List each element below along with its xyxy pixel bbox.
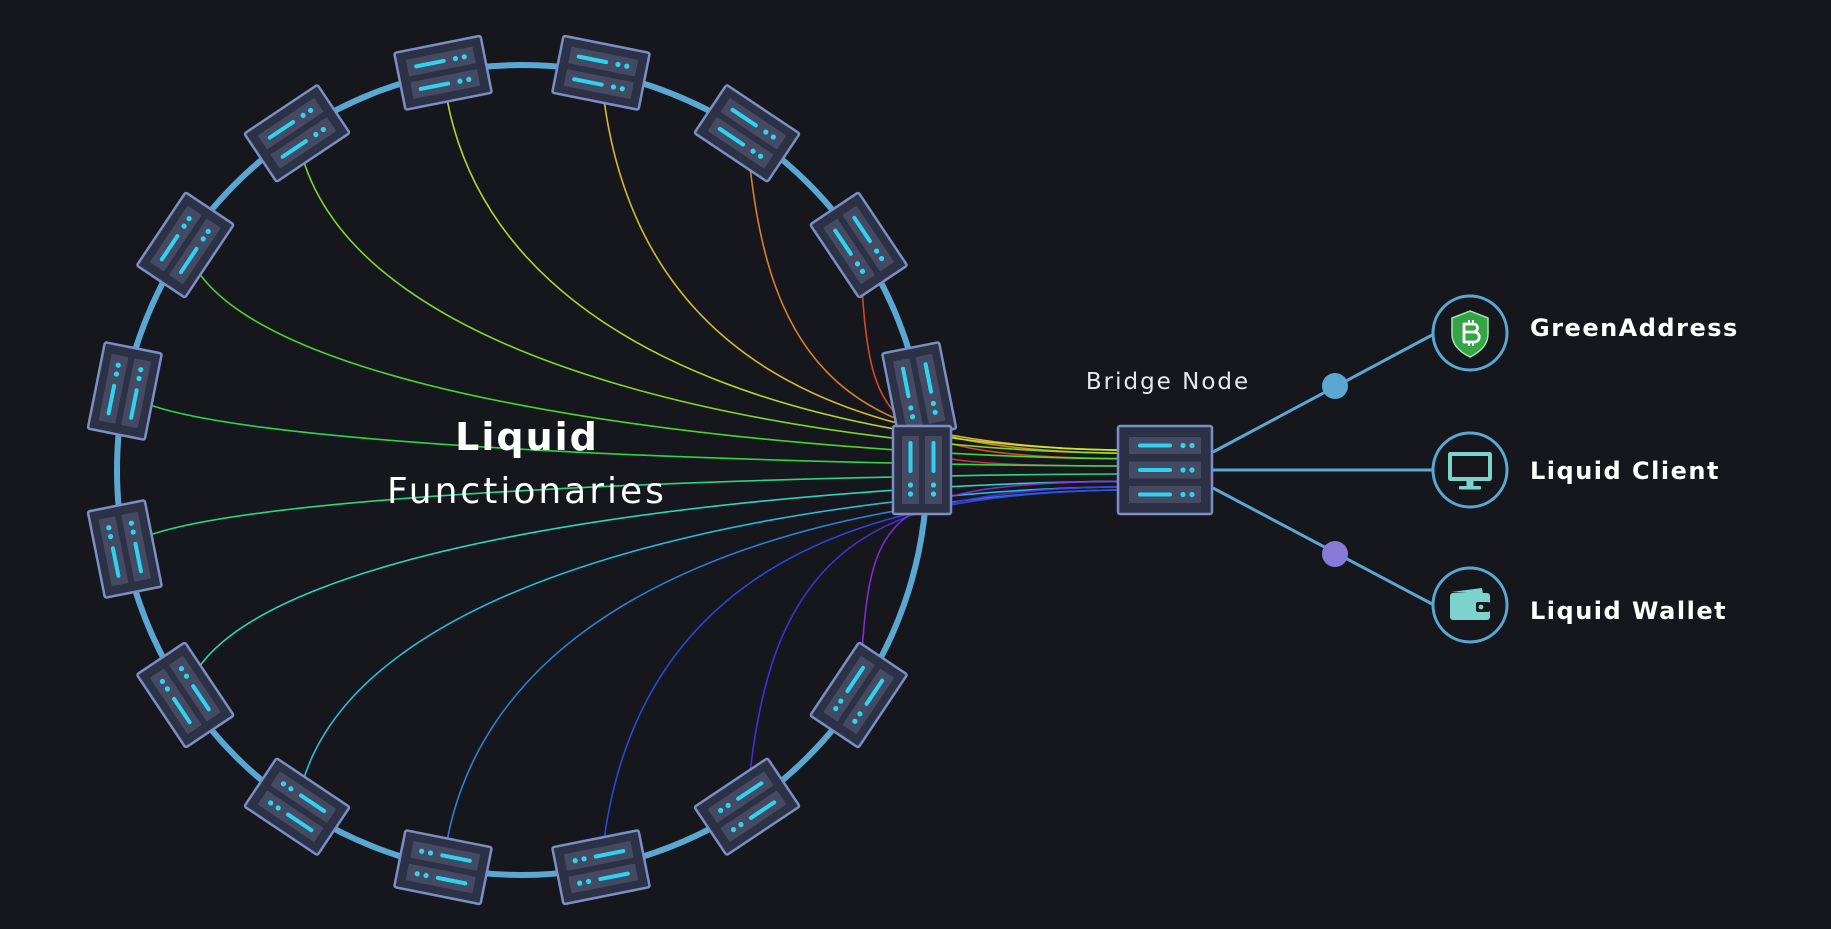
functionary-server xyxy=(393,829,493,906)
functionary-server xyxy=(243,757,351,856)
monitor-icon xyxy=(1448,452,1492,490)
functionary-server xyxy=(809,641,908,749)
client-greenaddress: GreenAddress xyxy=(1431,294,1739,372)
functionary-link xyxy=(442,72,1119,451)
bitcoin-shield-icon xyxy=(1451,310,1489,358)
client-liquid-wallet: Liquid Wallet xyxy=(1431,566,1727,644)
link-bridge-liquid-wallet xyxy=(1212,486,1435,607)
functionary-link xyxy=(124,390,1119,467)
wallet-icon xyxy=(1450,588,1490,620)
client-label-greenaddress: GreenAddress xyxy=(1530,314,1739,342)
functionary-server xyxy=(243,84,351,183)
functionary-server xyxy=(136,191,235,299)
functionary-link xyxy=(124,473,1119,550)
functionary-link xyxy=(296,133,1119,454)
functionary-links xyxy=(124,72,1119,868)
diagram-title-bold: Liquid xyxy=(455,415,599,459)
functionary-servers xyxy=(86,34,958,906)
client-label-liquid-wallet: Liquid Wallet xyxy=(1530,597,1727,625)
client-links xyxy=(1212,332,1435,607)
functionary-server xyxy=(86,499,163,599)
functionary-server xyxy=(551,34,651,111)
bridge-node-server xyxy=(1116,424,1214,516)
bridge-node-label: Bridge Node xyxy=(1086,369,1250,395)
functionary-link xyxy=(184,480,1119,696)
functionary-link xyxy=(296,486,1119,807)
functionary-server xyxy=(693,84,801,183)
client-liquid-client: Liquid Client xyxy=(1431,431,1720,509)
functionary-server xyxy=(809,191,908,299)
diagram-title-light: Functionaries xyxy=(387,471,667,512)
functionary-link xyxy=(600,489,1119,868)
relay-dot-lower xyxy=(1322,541,1348,567)
functionary-link xyxy=(746,486,1119,807)
functionary-server xyxy=(551,829,651,906)
functionary-ring xyxy=(114,62,930,878)
functionary-server xyxy=(693,757,801,856)
functionary-link xyxy=(857,480,1119,696)
relay-dot-upper xyxy=(1322,373,1348,399)
link-bridge-greenaddress xyxy=(1212,332,1435,454)
functionary-link xyxy=(184,244,1119,460)
functionary-server xyxy=(136,641,235,749)
functionary-link xyxy=(442,489,1119,868)
client-label-liquid-client: Liquid Client xyxy=(1530,457,1720,485)
functionary-link xyxy=(746,133,1119,454)
functionary-server xyxy=(393,34,493,111)
functionary-server xyxy=(86,341,163,441)
central-functionary-server xyxy=(891,424,953,516)
functionary-server xyxy=(881,341,958,441)
functionary-link xyxy=(600,72,1119,451)
